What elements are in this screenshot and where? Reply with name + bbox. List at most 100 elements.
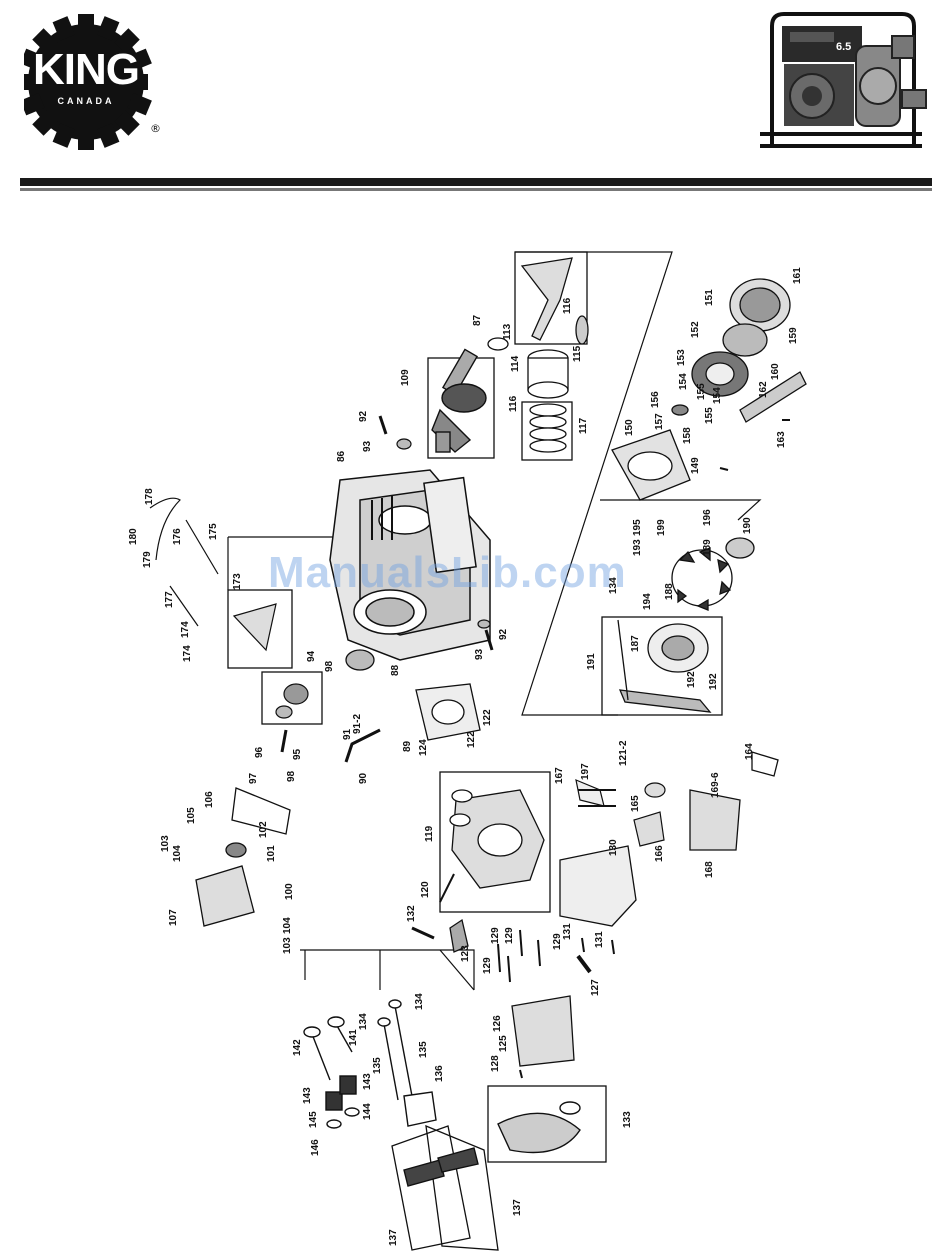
rocker-box-1 — [391, 1125, 471, 1251]
part-label-159: 159 — [788, 327, 799, 344]
part-label-128: 128 — [490, 1055, 501, 1072]
water-pump-image: 6.5 — [752, 6, 930, 156]
part-label-129-b: 129 — [504, 927, 515, 944]
part-label-154: 154 — [678, 373, 689, 390]
part-label-98-b: 98 — [286, 770, 297, 782]
part-label-96: 96 — [254, 746, 265, 758]
part-label-89: 89 — [402, 740, 413, 752]
crankshaft — [431, 348, 487, 453]
part-label-166: 166 — [654, 845, 665, 862]
part-label-87: 87 — [472, 314, 483, 326]
part-label-95: 95 — [292, 748, 303, 760]
part-label-105: 105 — [186, 807, 197, 824]
part-label-152: 152 — [690, 321, 701, 338]
part-label-102: 102 — [258, 821, 269, 838]
part-label-158: 158 — [682, 427, 693, 444]
part-label-97: 97 — [248, 772, 259, 784]
part-label-104: 104 — [172, 845, 183, 862]
gear-logo-icon — [24, 14, 152, 150]
part-label-180: 180 — [128, 528, 139, 545]
part-label-106: 106 — [204, 791, 215, 808]
camshaft-box — [487, 1085, 607, 1163]
part-label-197: 197 — [580, 763, 591, 780]
part-label-174: 174 — [180, 621, 191, 638]
part-label-163: 163 — [776, 431, 787, 448]
part-label-91-2: 91-2 — [352, 714, 363, 734]
part-label-116: 116 — [562, 297, 573, 314]
part-label-153: 153 — [676, 349, 687, 366]
cylinder-head — [195, 649, 779, 1067]
brand-name: KING — [33, 45, 140, 94]
part-label-135: 135 — [372, 1057, 383, 1074]
part-label-192-b: 192 — [708, 673, 719, 690]
part-label-92-b: 92 — [498, 628, 509, 640]
part-label-98: 98 — [324, 660, 335, 672]
part-label-173: 173 — [232, 573, 243, 590]
engine-hp-label: 6.5 — [836, 41, 851, 53]
part-label-92: 92 — [358, 410, 369, 422]
part-label-93: 93 — [362, 440, 373, 452]
part-label-116-b: 116 — [508, 395, 519, 412]
part-label-136: 136 — [434, 1065, 445, 1082]
part-label-135-b: 135 — [418, 1041, 429, 1058]
valve-train — [303, 999, 581, 1187]
part-label-142: 142 — [292, 1039, 303, 1056]
part-label-190: 190 — [742, 517, 753, 534]
part-label-133: 133 — [622, 1111, 633, 1128]
part-label-91: 91 — [342, 728, 353, 740]
part-label-144: 144 — [362, 1103, 373, 1120]
part-label-192: 192 — [686, 671, 697, 688]
ignition-box — [601, 616, 723, 716]
part-label-129: 129 — [490, 927, 501, 944]
part-label-154-b: 154 — [712, 387, 723, 404]
part-label-117: 117 — [578, 417, 589, 434]
part-label-164: 164 — [744, 743, 755, 760]
part-label-129-c: 129 — [552, 933, 563, 950]
part-label-120: 120 — [420, 881, 431, 898]
part-label-188: 188 — [664, 583, 675, 600]
part-label-94: 94 — [306, 650, 317, 662]
part-label-131-b: 131 — [594, 931, 605, 948]
cylinder-head-box — [439, 771, 551, 913]
part-label-104-b: 104 — [282, 917, 293, 934]
governor-parts — [149, 415, 790, 1079]
part-label-103-b: 103 — [282, 937, 293, 954]
part-label-145: 145 — [308, 1111, 319, 1128]
part-label-167: 167 — [554, 767, 565, 784]
part-label-168: 168 — [704, 861, 715, 878]
part-label-125: 125 — [498, 1035, 509, 1052]
part-boxes — [227, 251, 723, 1251]
part-label-113: 113 — [502, 323, 513, 340]
part-label-115: 115 — [572, 345, 583, 362]
part-label-196: 196 — [702, 509, 713, 526]
part-label-90: 90 — [358, 772, 369, 784]
part-label-103: 103 — [160, 835, 171, 852]
part-label-162: 162 — [758, 381, 769, 398]
part-label-149: 149 — [690, 457, 701, 474]
part-label-134-b: 134 — [414, 993, 425, 1010]
part-label-174-b: 174 — [182, 645, 193, 662]
part-label-137: 137 — [388, 1229, 399, 1246]
part-label-132: 132 — [406, 905, 417, 922]
part-label-88: 88 — [390, 664, 401, 676]
part-label-169-6: 169-6 — [710, 772, 721, 798]
brand-sub: CANADA — [57, 96, 115, 106]
piston-rings-box — [521, 401, 573, 461]
watermark: ManualsLib.com — [268, 548, 627, 597]
part-label-176: 176 — [172, 528, 183, 545]
part-label-178: 178 — [144, 488, 155, 505]
recoil-starter — [611, 278, 807, 713]
part-label-123: 123 — [460, 945, 471, 962]
part-label-189: 189 — [702, 539, 713, 556]
part-label-150: 150 — [624, 419, 635, 436]
part-label-193: 193 — [632, 539, 643, 556]
piston-assembly — [487, 257, 589, 453]
part-label-137-b: 137 — [512, 1199, 523, 1216]
part-label-130: 130 — [608, 839, 619, 856]
part-label-165: 165 — [630, 795, 641, 812]
part-label-156: 156 — [650, 391, 661, 408]
part-label-157: 157 — [654, 413, 665, 430]
part-label-195: 195 — [632, 519, 643, 536]
part-label-101: 101 — [266, 845, 277, 862]
